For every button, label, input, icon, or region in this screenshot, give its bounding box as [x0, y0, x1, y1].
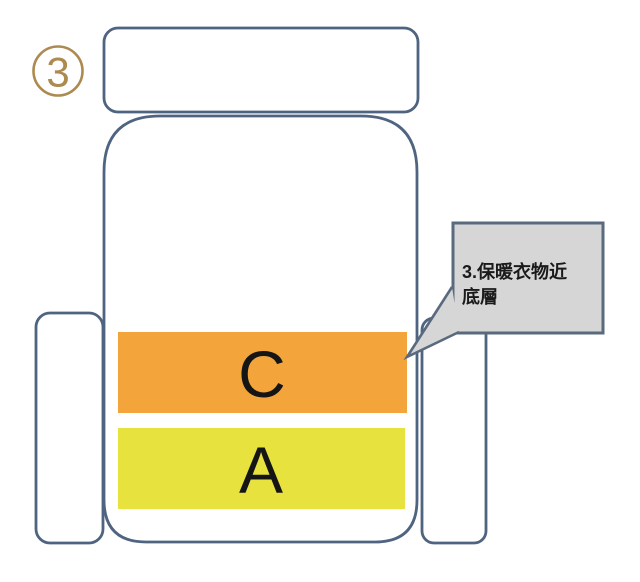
compartment-a-block	[118, 428, 405, 509]
step-badge-circle	[32, 45, 84, 97]
callout-text-line2: 底層	[462, 286, 498, 307]
callout-text-line1: 3.保暖衣物近	[462, 261, 567, 282]
callout: 3.保暖衣物近 底層	[403, 221, 605, 361]
compartment-a-label: A	[239, 433, 283, 507]
backpack-lid	[102, 26, 420, 114]
compartment-c-label: C	[238, 337, 286, 411]
compartment-c-block	[118, 332, 407, 413]
callout-tail	[403, 286, 460, 361]
callout-box	[451, 221, 605, 335]
left-side-pocket	[34, 311, 105, 545]
compartment-a: A	[118, 428, 405, 509]
right-side-pocket	[420, 316, 488, 545]
step-badge: 3	[32, 45, 84, 97]
compartment-c: C	[118, 332, 407, 413]
step-badge-number: 3	[46, 49, 69, 96]
